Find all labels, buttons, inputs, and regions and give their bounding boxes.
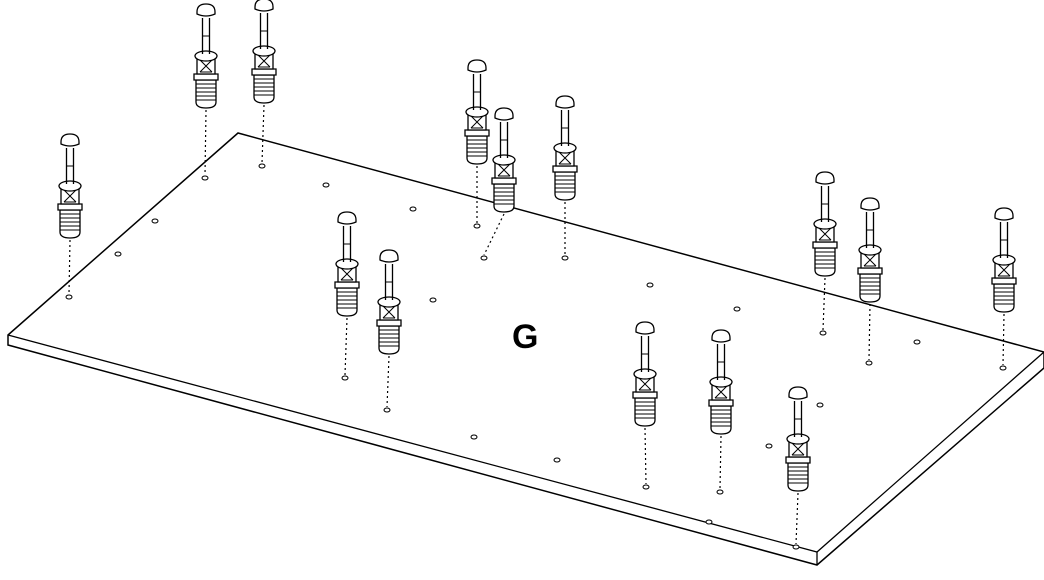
mounting-hole [642, 484, 650, 490]
bolt-icon [812, 171, 838, 277]
cam-bolt-connector [785, 386, 811, 550]
cam-bolt-connector [480, 107, 517, 261]
guide-line [795, 492, 799, 545]
connectors [57, 0, 1017, 550]
guide-line [386, 355, 390, 408]
mounting-hole [383, 407, 391, 413]
mounting-hole [341, 375, 349, 381]
guide-line [1002, 313, 1005, 366]
cam-bolt-connector [57, 133, 83, 300]
cam-bolt-connector [632, 321, 658, 490]
mounting-hole [819, 330, 827, 336]
board-holes [114, 182, 921, 525]
bolt-icon [251, 0, 277, 104]
guide-line [868, 303, 871, 361]
bolt-icon [491, 107, 517, 213]
mounting-hole [865, 360, 873, 366]
cam-bolt-connector [193, 3, 219, 181]
guide-line [204, 109, 207, 176]
mounting-hole [561, 255, 569, 261]
bolt-icon [552, 95, 578, 201]
guide-line [644, 427, 647, 485]
panel-label: G [512, 318, 538, 356]
guide-line [68, 239, 71, 295]
cam-bolt-connector [991, 207, 1017, 371]
board-panel [7, 132, 1044, 566]
bolt-icon [464, 59, 490, 165]
mounting-hole [716, 489, 724, 495]
mounting-hole [65, 294, 73, 300]
guide-line [719, 435, 722, 490]
cam-bolt-connector [376, 249, 402, 413]
mounting-hole [792, 544, 800, 550]
cam-bolt-connector [251, 0, 277, 169]
cam-bolt-connector [812, 171, 838, 336]
cam-bolt-connector [857, 197, 883, 366]
mounting-hole [999, 365, 1007, 371]
bolt-icon [991, 207, 1017, 313]
cam-bolt-connector [464, 59, 490, 229]
cam-bolt-connector [552, 95, 578, 261]
bolt-icon [857, 197, 883, 303]
bolt-icon [193, 3, 219, 109]
cam-bolt-connector [334, 211, 360, 381]
mounting-hole [473, 223, 481, 229]
mounting-hole [480, 255, 488, 261]
guide-line [822, 277, 826, 331]
bolt-icon [57, 133, 83, 239]
mounting-hole [258, 163, 266, 169]
cam-bolt-connector [708, 329, 734, 495]
mounting-hole [201, 175, 209, 181]
